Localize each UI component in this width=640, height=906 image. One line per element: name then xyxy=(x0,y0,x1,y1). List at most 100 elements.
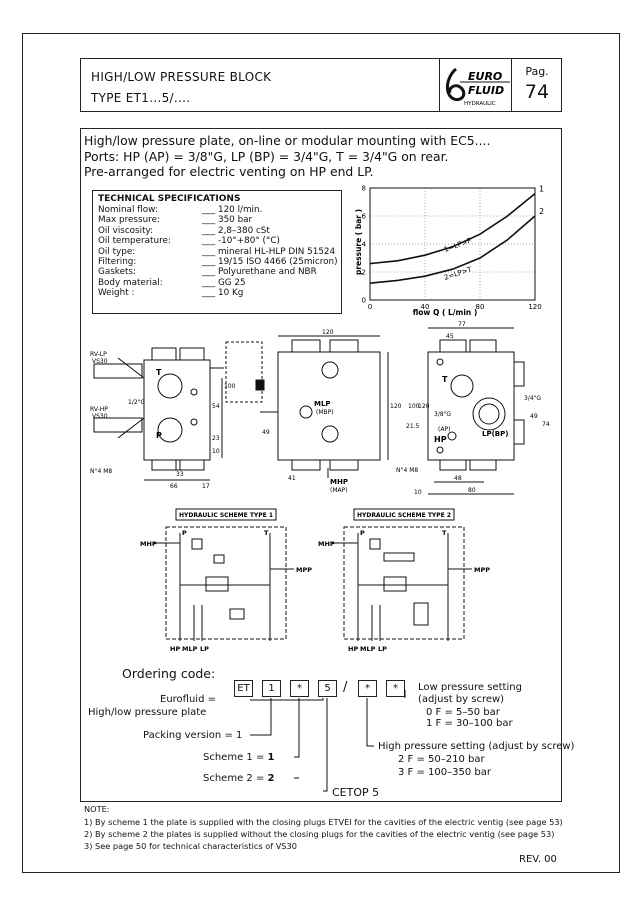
scheme2-mhp: MHP xyxy=(318,540,335,548)
port-hp: HP xyxy=(434,435,447,444)
spec-row: Nominal flow:___ 120 l/min. xyxy=(93,205,341,215)
dim-23: 23 xyxy=(212,435,220,442)
content-box xyxy=(80,128,562,802)
chart-ylabel: pressure ( bar ) xyxy=(354,209,363,275)
high-option-1: 3 F = 100–350 bar xyxy=(398,767,491,778)
dim-54: 54 xyxy=(212,403,220,410)
hydraulic-schemes: HYDRAULIC SCHEME TYPE 1 MHP MPP P T HP M… xyxy=(140,508,490,653)
scheme1-hp: HP xyxy=(170,645,180,653)
high-pressure-title: High pressure setting (adjust by screw) xyxy=(378,741,575,752)
ordering-plate: High/low pressure plate xyxy=(88,707,207,718)
label-rvlp: RV-LP xyxy=(90,351,107,358)
x-tick-label: 80 xyxy=(476,303,485,311)
page-label: Pag. xyxy=(525,65,549,78)
logo-text-3: HYDRAULIC xyxy=(464,101,496,107)
middle-view xyxy=(260,335,389,478)
scheme1-value: 1 xyxy=(267,752,275,763)
spec-key: Oil type: xyxy=(98,246,136,257)
dim-100: 100 xyxy=(224,383,236,390)
low-option-0: 0 F = 5–50 bar xyxy=(426,707,500,718)
spec-row: Oil type: ___ mineral HL-HLP DIN 51524 xyxy=(93,247,341,257)
left-view xyxy=(93,341,265,481)
code-box-low: * xyxy=(386,680,405,697)
plot-frame xyxy=(369,187,536,301)
low-option-1: 1 F = 30–100 bar xyxy=(426,718,513,729)
dim-74: 74 xyxy=(542,421,550,428)
scheme1-p: P xyxy=(182,529,187,537)
dim-80: 80 xyxy=(468,487,476,494)
title-line2: TYPE ET1...5/.... xyxy=(91,91,191,105)
ordering-packing: Packing version = 1 xyxy=(143,730,243,741)
dim-48: 48 xyxy=(454,475,462,482)
spec-row: Weight : ___ 10 Kg xyxy=(93,288,341,298)
code-box-5: 5 xyxy=(318,680,337,697)
spec-key: Max pressure: xyxy=(98,215,160,226)
label-vs30b: VS30 xyxy=(92,413,108,420)
intro-line2: Ports: HP (AP) = 3/8"G, LP (BP) = 3/4"G,… xyxy=(84,148,449,164)
note-3: 3) See page 50 for technical characteris… xyxy=(84,841,297,851)
dim-41: 41 xyxy=(288,475,296,482)
label-rvhp: RV-HP xyxy=(90,406,108,413)
eurofluid-logo: EURO FLUID HYDRAULIC xyxy=(439,59,512,111)
logo-swirl-icon: EURO FLUID HYDRAULIC xyxy=(446,67,510,107)
scheme-type-1: HYDRAULIC SCHEME TYPE 1 MHP MPP P T HP M… xyxy=(140,508,312,653)
spec-row: Oil temperature:___ -10°+80° (°C) xyxy=(93,236,341,246)
scheme2-t: T xyxy=(442,529,447,537)
scheme1-mpp: MPP xyxy=(296,566,312,574)
spec-value: ___ 350 bar xyxy=(202,215,253,226)
scheme2-title: HYDRAULIC SCHEME TYPE 2 xyxy=(357,512,451,519)
spec-value: ___ 10 Kg xyxy=(202,288,244,299)
series-line-1 xyxy=(369,192,536,265)
low-pressure-title: Low pressure setting xyxy=(418,682,522,693)
label-vs30: VS30 xyxy=(92,358,108,365)
intro-text: High/low pressure plate, on-line or modu… xyxy=(84,133,490,180)
x-tick-label: 0 xyxy=(368,303,372,311)
spec-value: ___ mineral HL-HLP DIN 51524 xyxy=(202,246,336,257)
port-mlp: MLP xyxy=(314,400,331,408)
technical-drawing: RV-LP VS30 RV-HP VS30 T P 1/2"G 54 100 2… xyxy=(90,321,550,496)
spec-value: ___ 19/15 ISO 4466 (25micron) xyxy=(202,257,338,268)
y-tick-label: 2 xyxy=(362,269,366,277)
series-line-2 xyxy=(369,215,536,284)
spec-row: Oil viscosity:___ 2,8–380 cSt xyxy=(93,226,341,236)
spec-key: Filtering: xyxy=(98,257,137,268)
right-view xyxy=(427,327,525,495)
header-box: HIGH/LOW PRESSURE BLOCK TYPE ET1...5/...… xyxy=(80,58,562,112)
scheme2-label: Scheme 2 = xyxy=(203,773,268,784)
intro-line1: High/low pressure plate, on-line or modu… xyxy=(84,133,491,148)
code-box-scheme: * xyxy=(290,680,309,697)
intro-line3: Pre-arranged for electric venting on HP … xyxy=(84,164,374,179)
port-p: P xyxy=(156,431,162,440)
scheme1-t: T xyxy=(264,529,269,537)
label-ap: (AP) xyxy=(438,426,450,433)
ordering-eurofluid: Eurofluid = xyxy=(160,694,216,705)
dim-215: 21.5 xyxy=(406,423,420,430)
spec-key: Weight : xyxy=(98,288,135,299)
dim-100-right: 100 xyxy=(408,403,420,410)
port-t-right: T xyxy=(442,375,448,384)
scheme2-mlp: MLP xyxy=(360,645,376,653)
series-label-1: 1 xyxy=(539,185,544,194)
scheme2-mpp: MPP xyxy=(474,566,490,574)
dim-45: 45 xyxy=(446,333,454,340)
port-map: (MAP) xyxy=(330,487,348,494)
scheme2-lp: LP xyxy=(378,645,387,653)
spec-value: ___ GG 25 xyxy=(202,277,246,288)
technical-specifications: TECHNICAL SPECIFICATIONS Nominal flow:__… xyxy=(92,190,342,314)
code-box-et: ET xyxy=(234,680,253,697)
note-2: 2) By scheme 2 the plates is supplied wi… xyxy=(84,829,555,839)
spec-row: Body material:___ GG 25 xyxy=(93,278,341,288)
port-lp: LP(BP) xyxy=(482,430,508,438)
ordering-cetop: CETOP 5 xyxy=(332,786,380,799)
y-tick-label: 0 xyxy=(362,297,366,305)
spec-key: Nominal flow: xyxy=(98,205,158,215)
x-tick-label: 120 xyxy=(528,303,541,311)
logo-text-2: FLUID xyxy=(468,84,504,97)
high-option-0: 2 F = 50–210 bar xyxy=(398,754,485,765)
dim-77: 77 xyxy=(458,321,466,328)
spec-row: Gaskets:___ Polyurethane and NBR xyxy=(93,267,341,277)
scheme1-mlp: MLP xyxy=(182,645,198,653)
port-mbp: (MBP) xyxy=(316,409,334,416)
